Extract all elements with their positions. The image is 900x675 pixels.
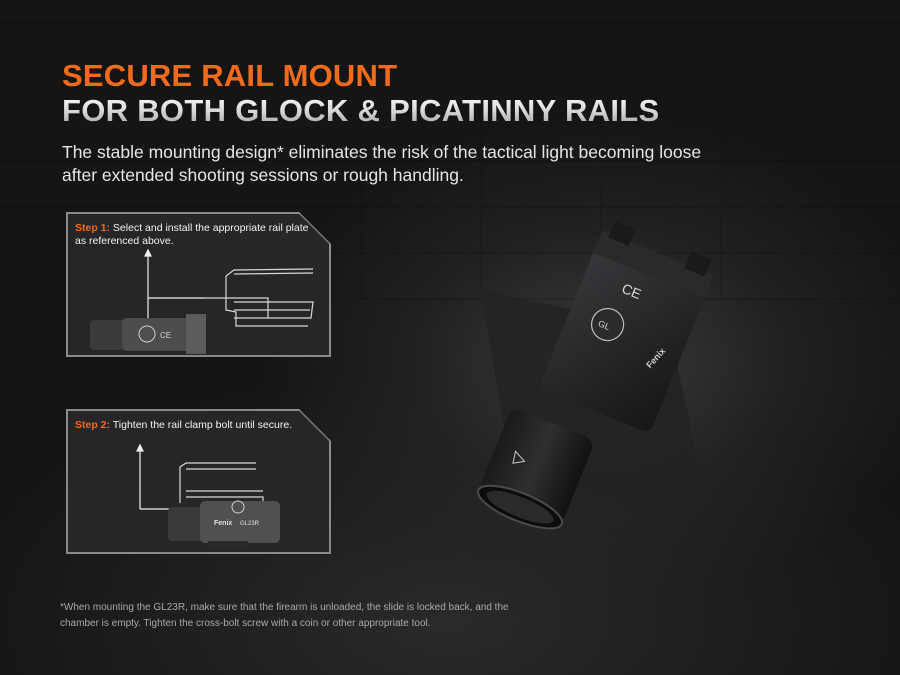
description-text: The stable mounting design* eliminates t… [62, 142, 702, 185]
step-1-text: Step 1: Select and install the appropria… [75, 222, 309, 248]
plate-mark: GL [597, 318, 612, 332]
step-2-text: Step 2: Tighten the rail clamp bolt unti… [75, 419, 309, 432]
rail-bolt-icon [590, 307, 625, 342]
step-2-description: Tighten the rail clamp bolt until secure… [110, 419, 293, 431]
step-1-description: Select and install the appropriate rail … [75, 222, 309, 247]
arrow-up-icon [136, 443, 218, 510]
step-2-diagram: Fenix GL23R [136, 443, 280, 549]
step-1-panel: Step 1: Select and install the appropria… [66, 212, 331, 357]
step-2-panel: Step 2: Tighten the rail clamp bolt unti… [66, 409, 331, 554]
svg-text:CE: CE [620, 280, 644, 302]
flashlight-icon: CE [90, 314, 206, 354]
step-1-diagram: CE [90, 248, 314, 354]
pistol-outline-icon [204, 268, 314, 327]
headline-secondary: FOR BOTH GLOCK & PICATINNY RAILS [62, 93, 660, 128]
step-2-label: Step 2: [75, 419, 111, 431]
flashlight-icon: Fenix GL23R [168, 500, 280, 549]
device-brand-label: Fenix [214, 520, 232, 527]
headline-primary: SECURE RAIL MOUNT [62, 58, 398, 93]
fenix-logo-icon [512, 450, 526, 464]
device-model-label: GL23R [240, 521, 260, 527]
footnote: *When mounting the GL23R, make sure that… [60, 602, 509, 629]
step-1-label: Step 1: [75, 222, 111, 234]
svg-text:CE: CE [160, 331, 171, 340]
product-image: CE GL Fenix [476, 220, 714, 530]
